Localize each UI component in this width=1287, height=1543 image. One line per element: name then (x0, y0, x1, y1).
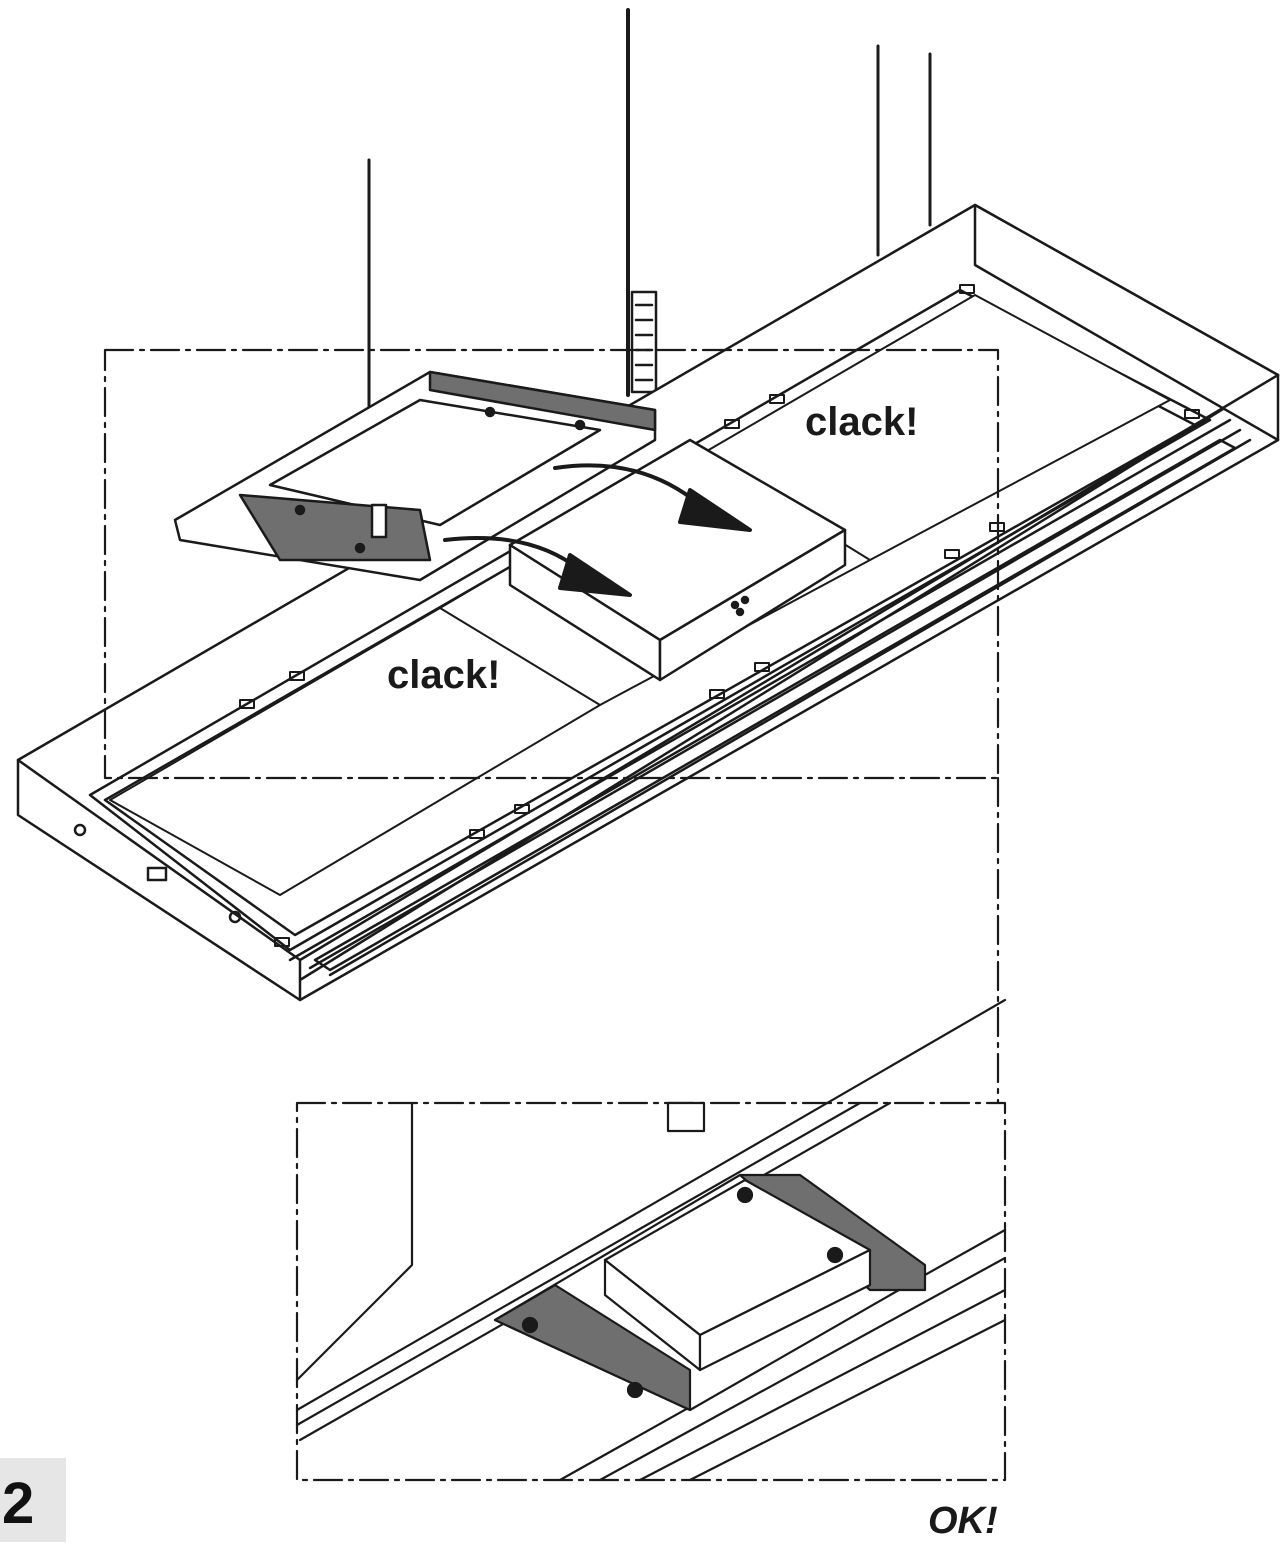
ok-label: OK! (928, 1500, 998, 1542)
detail-view (295, 998, 1007, 1482)
detail-frame (103, 348, 1007, 1482)
step-number: 2 (2, 1471, 35, 1536)
clack-label-top: clack! (805, 400, 919, 444)
mounting-bracket (173, 370, 657, 582)
clack-label-bottom: clack! (387, 653, 501, 697)
insertion-arrows (443, 463, 752, 597)
cable-clamp (630, 290, 658, 394)
step-number-box (0, 1458, 66, 1542)
